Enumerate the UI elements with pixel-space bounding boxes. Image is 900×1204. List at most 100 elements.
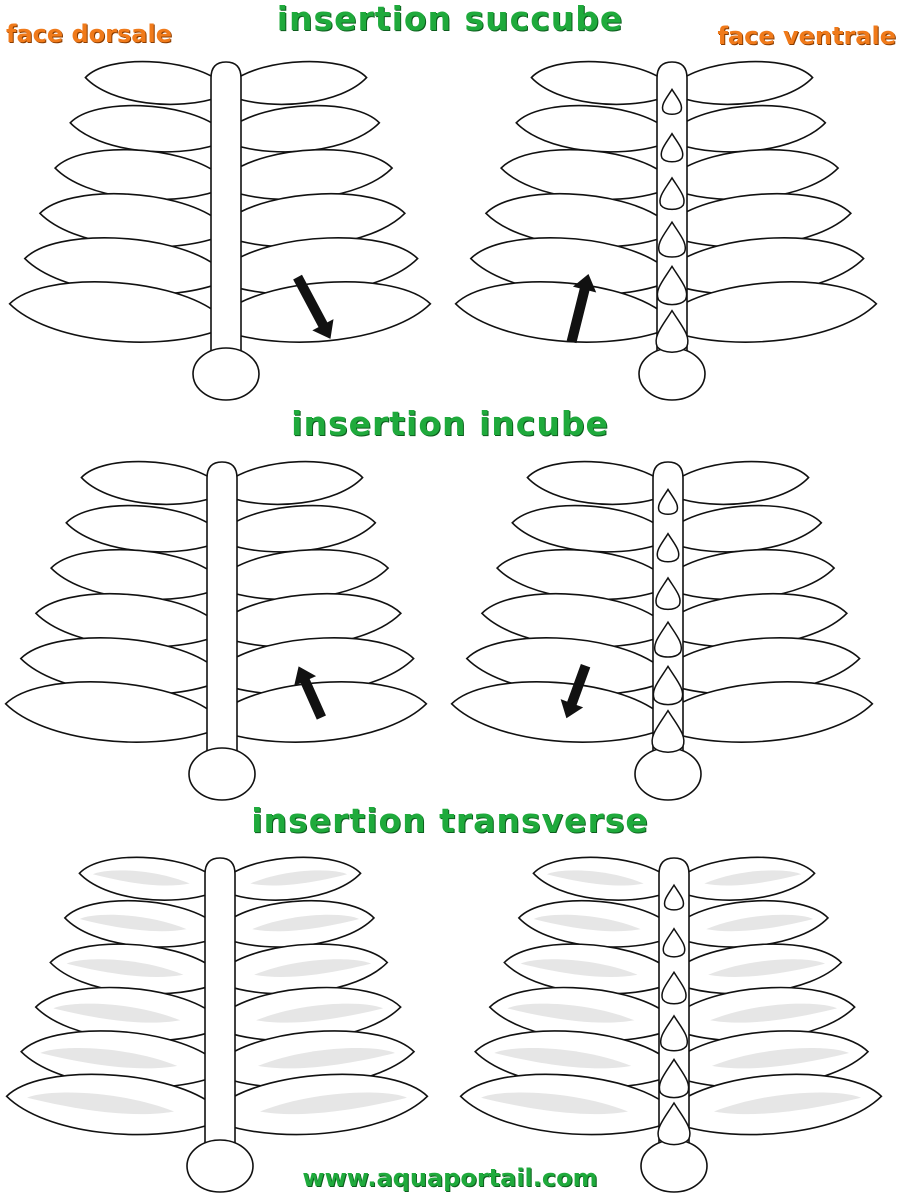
- leaf-vein-shading: [708, 959, 826, 977]
- leaf-vein-shading: [706, 914, 814, 932]
- shoot-incube-dorsal: [4, 460, 428, 801]
- ventral-scale: [655, 309, 689, 353]
- shoot-transverse-dorsal: [5, 856, 429, 1193]
- title-insertion-succube: insertion succube: [276, 0, 624, 38]
- ventral-scale: [662, 927, 686, 958]
- leaf-vein-shading: [546, 870, 644, 886]
- leaf-right: [224, 548, 390, 601]
- leaf-right: [221, 1073, 429, 1136]
- leaf-left: [8, 281, 216, 343]
- leaf-right: [675, 1073, 883, 1136]
- ventral-scale: [660, 132, 684, 163]
- direction-arrow-down: [560, 663, 591, 719]
- ventral-scale: [661, 88, 683, 115]
- shoot-succube-ventral: [454, 60, 878, 401]
- ventral-scale: [661, 970, 687, 1005]
- leaf-right: [671, 504, 823, 553]
- leaf-vein-shading: [704, 870, 802, 886]
- stem-rachis: [210, 61, 242, 361]
- leaf-vein-shading: [92, 870, 190, 886]
- leaf-vein-shading: [79, 914, 187, 932]
- leaf-left: [49, 548, 215, 601]
- leaf-vein-shading: [533, 914, 641, 932]
- leaf-right: [678, 899, 830, 948]
- leaf-right: [230, 60, 368, 106]
- shoot-transverse-ventral: [459, 856, 883, 1193]
- leaf-right: [666, 681, 874, 743]
- leaf-left: [532, 856, 670, 901]
- ventral-scale: [653, 620, 683, 658]
- leaf-left: [517, 899, 669, 948]
- leaf-left: [495, 548, 661, 601]
- stem-base-bulb: [188, 747, 256, 801]
- leaf-vein-shading: [254, 959, 372, 977]
- leaf-right: [677, 943, 843, 995]
- ventral-scale: [655, 576, 681, 611]
- stem-base-bulb: [192, 347, 260, 401]
- direction-arrow-up: [566, 274, 597, 344]
- leaf-vein-shading: [256, 1003, 384, 1023]
- leaf-vein-shading: [259, 1092, 407, 1115]
- leaf-right: [224, 281, 432, 343]
- stem-base-bulb: [634, 747, 702, 801]
- leaf-right: [676, 986, 856, 1042]
- leaf-right: [676, 60, 814, 106]
- direction-arrow-down: [293, 274, 334, 339]
- leaf-right: [224, 899, 376, 948]
- leaf-left: [530, 60, 668, 106]
- leaf-right: [225, 504, 377, 553]
- stem-base-bulb: [186, 1139, 254, 1193]
- leaf-left: [454, 281, 662, 343]
- leaf-left: [5, 1073, 213, 1136]
- leaf-left: [450, 681, 658, 743]
- leaf-left: [63, 899, 215, 948]
- shoot-incube-ventral: [450, 460, 874, 801]
- ventral-scale: [663, 883, 685, 911]
- stem-rachis: [204, 857, 236, 1153]
- title-insertion-incube: insertion incube: [291, 404, 609, 443]
- leaf-right: [675, 104, 827, 153]
- leaf-vein-shading: [53, 1003, 181, 1023]
- ventral-scale: [656, 264, 688, 306]
- leaf-left: [65, 504, 217, 553]
- leaf-left: [459, 1073, 667, 1136]
- leaf-vein-shading: [520, 959, 638, 977]
- ventral-scale: [658, 1058, 690, 1099]
- leaf-vein-shading: [250, 870, 348, 886]
- leaf-vein-shading: [494, 1048, 632, 1069]
- leaf-vein-shading: [710, 1003, 838, 1023]
- leaf-right: [229, 104, 381, 153]
- leaf-right: [228, 148, 394, 201]
- stem-base-bulb: [638, 347, 706, 401]
- leaf-right: [674, 148, 840, 201]
- ventral-scale: [657, 220, 687, 258]
- ventral-scale: [657, 1101, 691, 1146]
- leaf-left: [511, 504, 663, 553]
- title-insertion-transverse: insertion transverse: [251, 801, 649, 840]
- leaf-left: [49, 943, 215, 995]
- leaf-right: [226, 460, 364, 506]
- leaf-left: [515, 104, 667, 153]
- leaf-left: [488, 986, 668, 1042]
- website-watermark: www.aquaportail.com: [302, 1164, 598, 1192]
- leaf-vein-shading: [27, 1092, 175, 1115]
- ventral-scale: [659, 176, 685, 211]
- leaf-vein-shading: [481, 1092, 629, 1115]
- leaf-right: [224, 856, 362, 901]
- leaf-right: [670, 548, 836, 601]
- ventral-scale: [657, 488, 679, 515]
- leaf-left: [53, 148, 219, 201]
- leaf-vein-shading: [40, 1048, 178, 1069]
- leaf-left: [80, 460, 218, 506]
- ventral-scale: [659, 1014, 689, 1052]
- direction-arrow-up: [294, 666, 326, 720]
- ventral-scale: [651, 709, 685, 753]
- leaf-left: [20, 1030, 214, 1089]
- leaf-left: [69, 104, 221, 153]
- leaf-left: [503, 943, 669, 995]
- leaf-right: [223, 943, 389, 995]
- leaf-left: [4, 681, 212, 743]
- shoot-succube-dorsal: [8, 60, 432, 401]
- leaf-right: [670, 281, 878, 343]
